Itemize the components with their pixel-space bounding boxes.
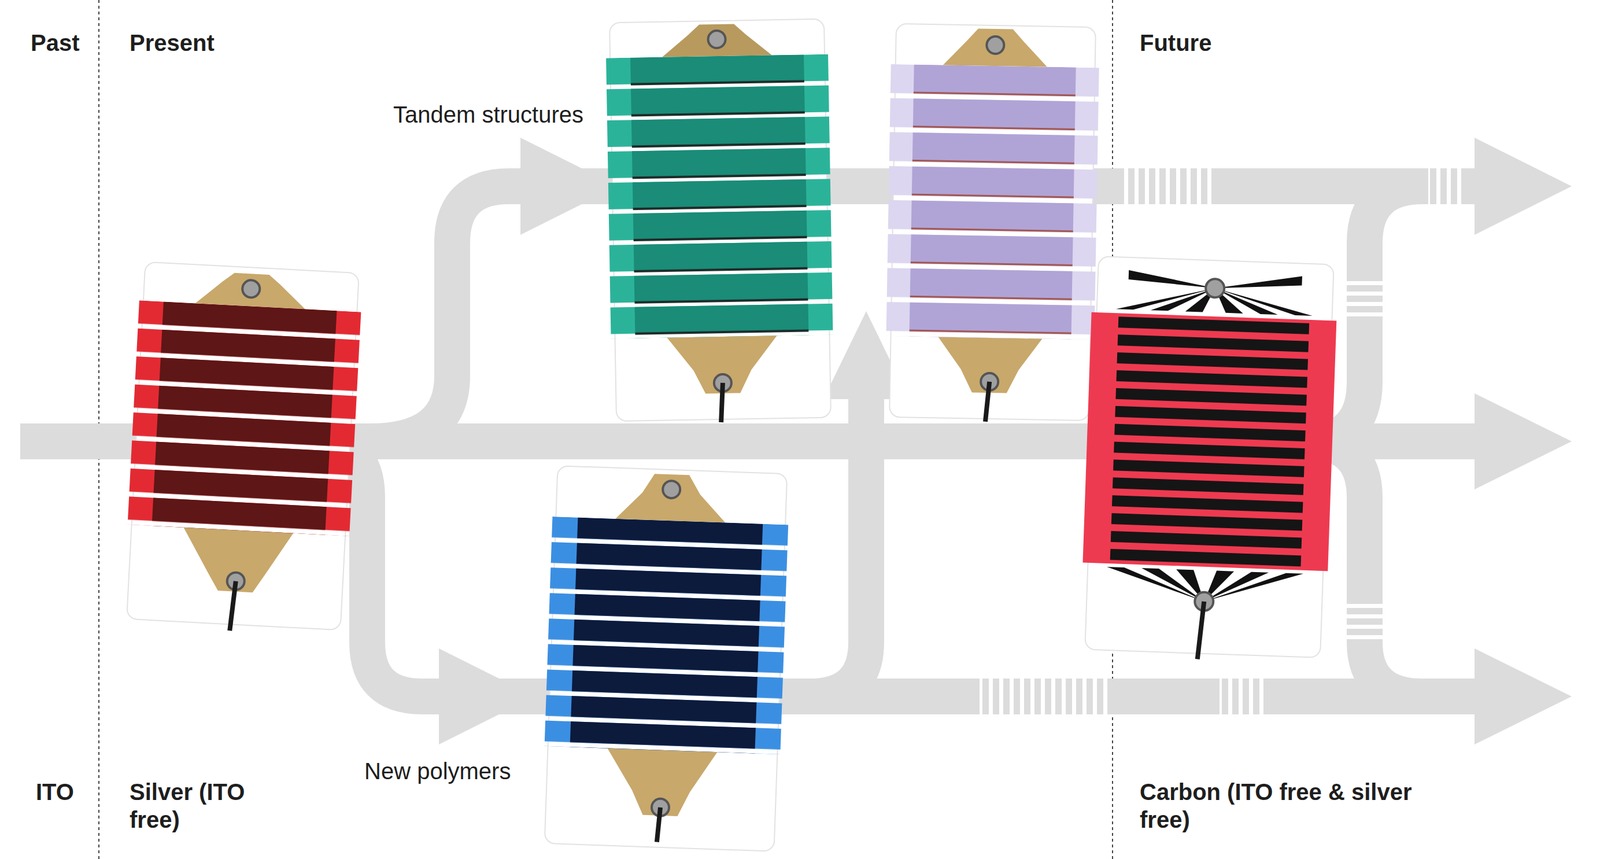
solar-module: [884, 23, 1100, 424]
electrode-label: Silver (ITO free): [129, 777, 275, 834]
era-heading: Past: [30, 28, 80, 57]
lane-label: Tandem structures: [393, 100, 584, 129]
era-heading: Present: [129, 28, 215, 57]
electrode-label: Carbon (ITO free & silver free): [1139, 777, 1464, 834]
electrode-label: ITO: [35, 777, 75, 806]
solar-module: [122, 261, 364, 637]
lane-label: New polymers: [364, 756, 511, 785]
solar-module: [605, 19, 835, 425]
solar-module: [541, 465, 791, 852]
solar-module: [1079, 256, 1339, 664]
era-heading: Future: [1139, 28, 1212, 57]
